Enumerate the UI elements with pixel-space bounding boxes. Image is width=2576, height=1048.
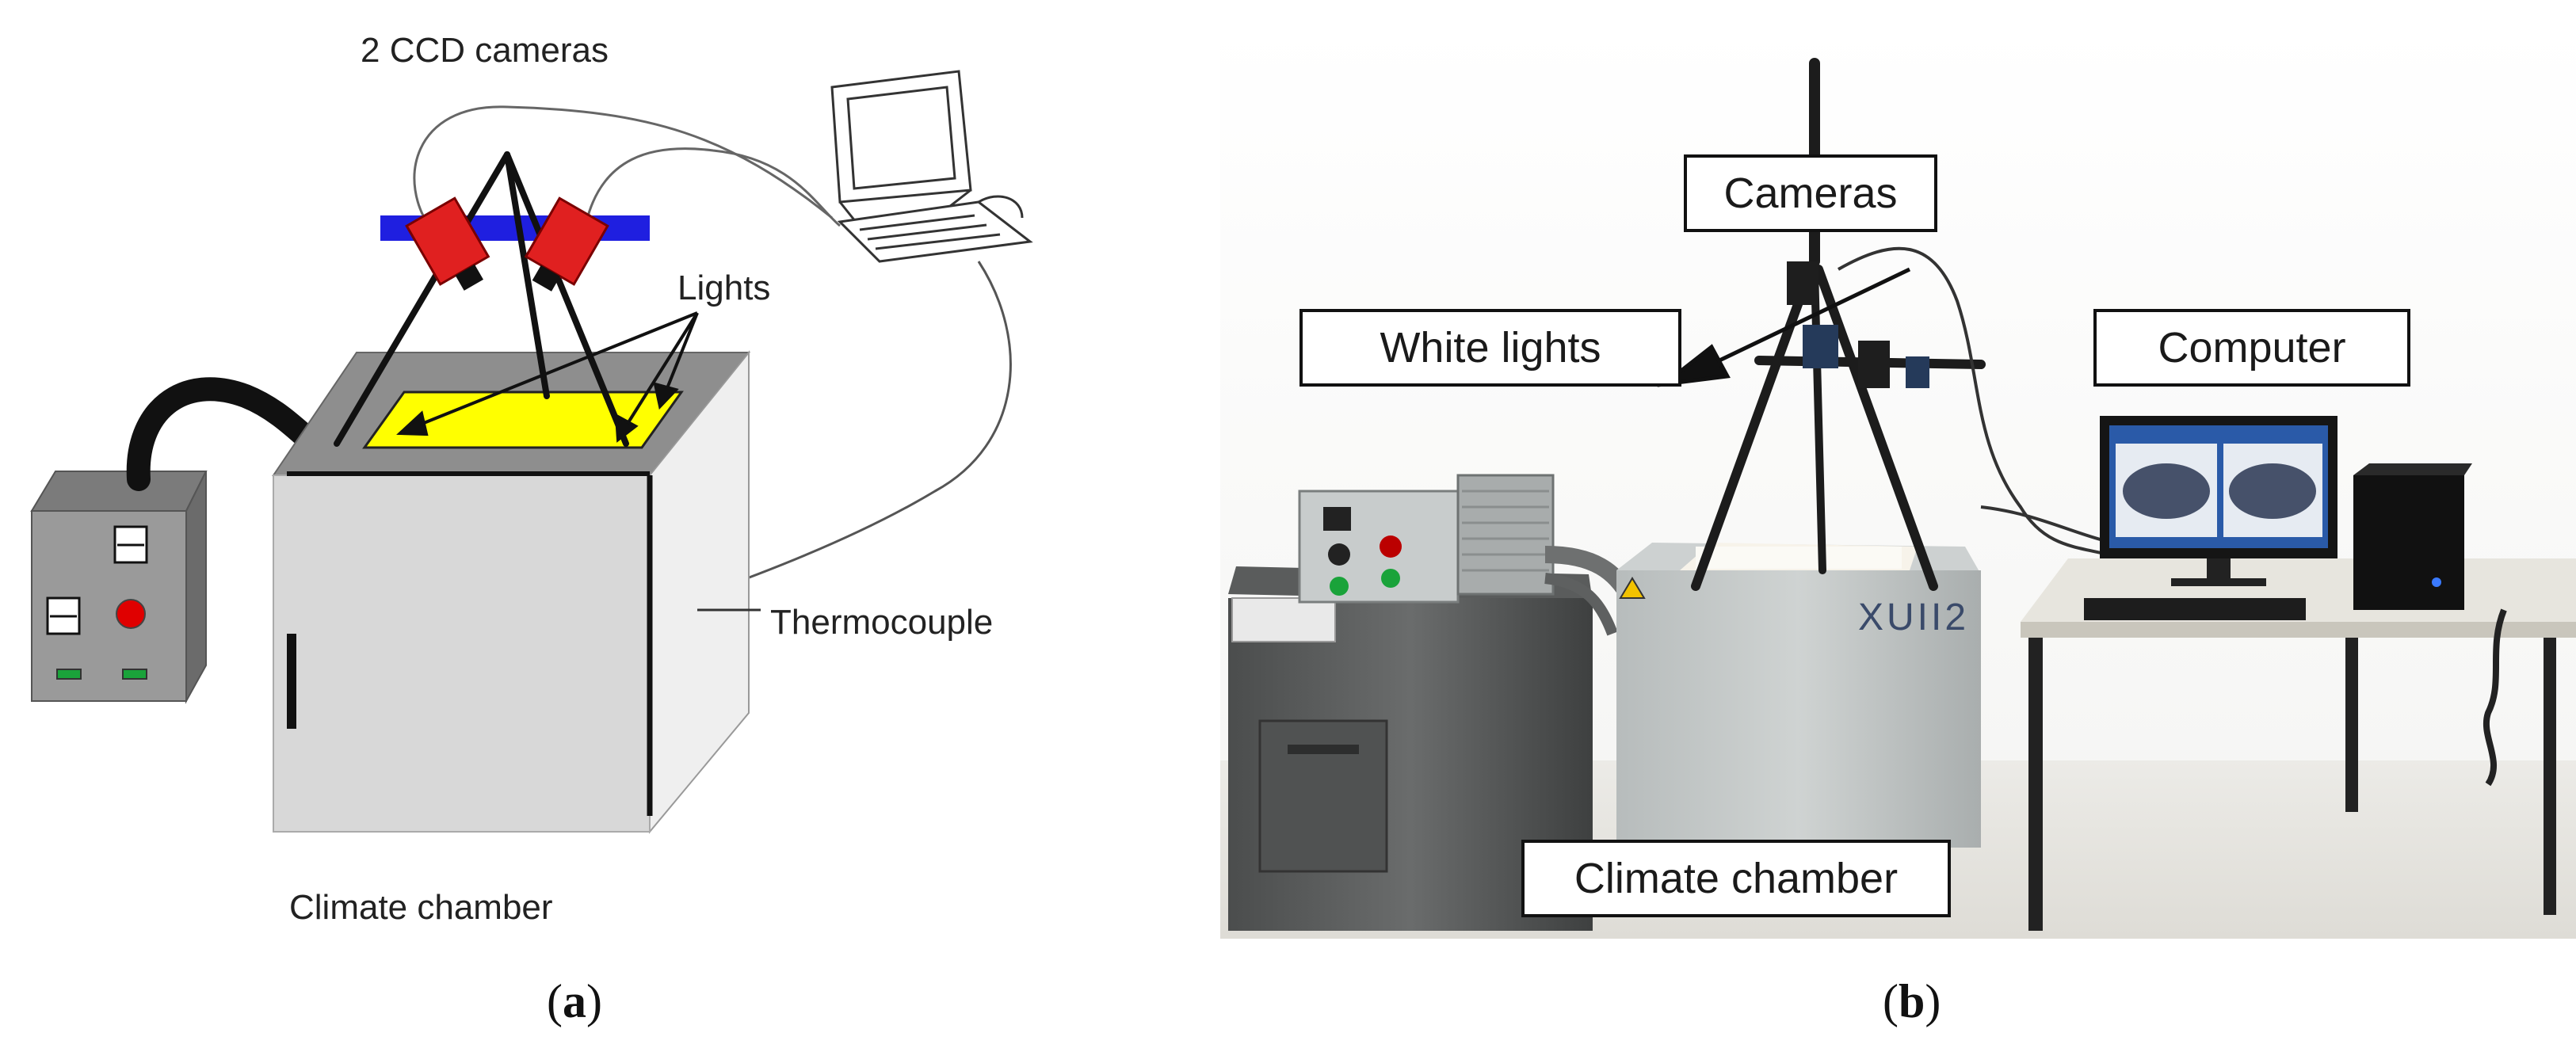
pc-tower bbox=[2353, 463, 2472, 610]
light-panel bbox=[362, 391, 684, 449]
caption-a: (a) bbox=[547, 975, 602, 1027]
indicator-light bbox=[116, 599, 146, 629]
climate-chamber-photo: XUII2 bbox=[1616, 543, 1981, 848]
button-right bbox=[122, 669, 147, 680]
lights-arrows bbox=[396, 311, 699, 443]
monitor bbox=[2100, 416, 2337, 586]
label-lights: Lights bbox=[677, 269, 770, 307]
computer-sketch bbox=[830, 70, 1033, 263]
label-climate-chamber: Climate chamber bbox=[289, 888, 553, 927]
label-computer: Computer bbox=[2093, 309, 2410, 387]
camera-left bbox=[405, 196, 490, 291]
chamber-handle bbox=[287, 634, 296, 729]
panel-a-schematic: 2 CCD cameras Lights Thermocouple Climat… bbox=[0, 0, 1220, 1048]
cameras-b bbox=[1787, 261, 1929, 388]
camera-cable-left bbox=[413, 105, 833, 231]
label-cameras-b: Cameras bbox=[1684, 154, 1937, 232]
panel-b-photo: XUII2 bbox=[1220, 0, 2576, 1048]
climate-chamber bbox=[272, 350, 751, 834]
controller-box bbox=[30, 471, 208, 704]
camera-cable-b bbox=[1838, 246, 2109, 556]
label-climate-chamber-b: Climate chamber bbox=[1521, 840, 1951, 917]
button-left bbox=[56, 669, 82, 680]
label-cameras: 2 CCD cameras bbox=[361, 31, 609, 70]
chamber-front bbox=[273, 474, 651, 833]
schematic-diagram: 2 CCD cameras Lights Thermocouple Climat… bbox=[30, 31, 1033, 927]
camera-right bbox=[524, 196, 609, 292]
caption-b: (b) bbox=[1883, 975, 1941, 1027]
controller-unit bbox=[1298, 474, 1555, 604]
tripod-legs bbox=[334, 151, 629, 447]
phone-cord bbox=[2483, 608, 2507, 787]
setup-photo: XUII2 bbox=[1220, 24, 2576, 939]
keyboard bbox=[2084, 598, 2306, 620]
chamber-brand: XUII2 bbox=[1858, 596, 1969, 638]
camera-cable-right bbox=[585, 147, 841, 227]
label-white-lights: White lights bbox=[1299, 309, 1681, 387]
label-thermocouple: Thermocouple bbox=[770, 603, 993, 642]
